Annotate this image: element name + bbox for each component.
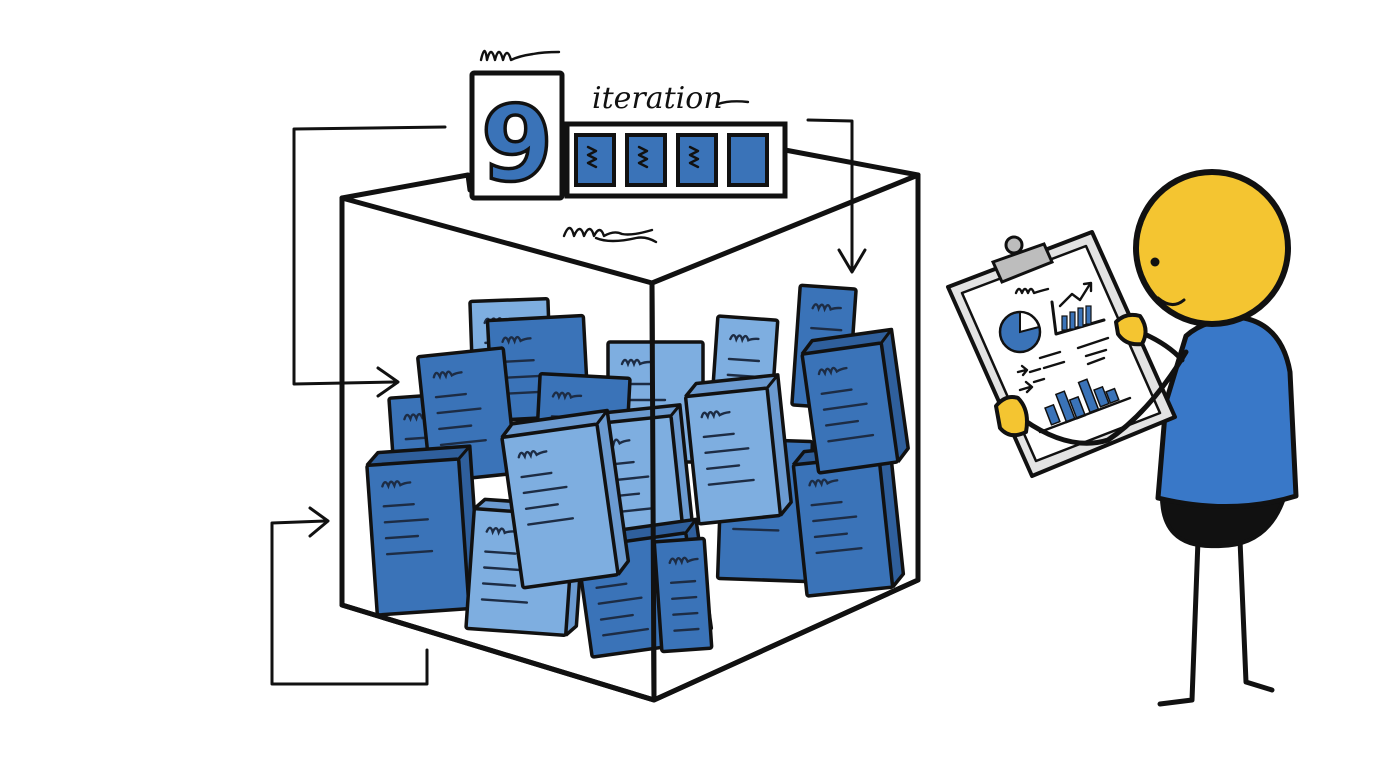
progress-slot-mark xyxy=(586,145,598,169)
iteration-underline xyxy=(716,100,750,106)
person-arms xyxy=(994,312,1189,446)
stick-person-icon xyxy=(1133,169,1299,707)
iteration-label: iteration xyxy=(592,81,723,116)
document-icon xyxy=(652,536,714,654)
document-icon xyxy=(365,444,483,617)
progress-slots xyxy=(564,121,788,199)
right-hand xyxy=(1114,312,1148,347)
document-icon xyxy=(800,327,910,475)
box-top-squiggle xyxy=(562,226,658,244)
left-hand xyxy=(994,395,1029,438)
progress-slot-mark xyxy=(688,145,700,169)
clipboard-report-icon xyxy=(946,230,1177,478)
slots-group xyxy=(574,133,769,187)
counter-digit: 9 xyxy=(481,83,553,205)
documents-pile xyxy=(365,283,910,659)
progress-slot-mark xyxy=(637,145,649,169)
document-icon xyxy=(683,373,793,526)
counter-box xyxy=(469,70,565,201)
dataset-box xyxy=(339,147,921,703)
small-bar-chart-icon xyxy=(1061,305,1092,331)
clipboard-clip xyxy=(990,242,1055,284)
progress-slot xyxy=(727,133,769,187)
person-shirt xyxy=(1155,315,1299,509)
person-head xyxy=(1133,169,1291,327)
iteration-counter: 9 xyxy=(469,70,565,207)
document-icon xyxy=(500,408,631,590)
progress-slot xyxy=(625,133,667,187)
person-eye xyxy=(1150,257,1160,267)
large-bar-chart-icon xyxy=(1044,378,1120,426)
header-squiggle xyxy=(479,49,561,62)
document-icon xyxy=(791,440,906,598)
person-smile xyxy=(1156,296,1186,306)
